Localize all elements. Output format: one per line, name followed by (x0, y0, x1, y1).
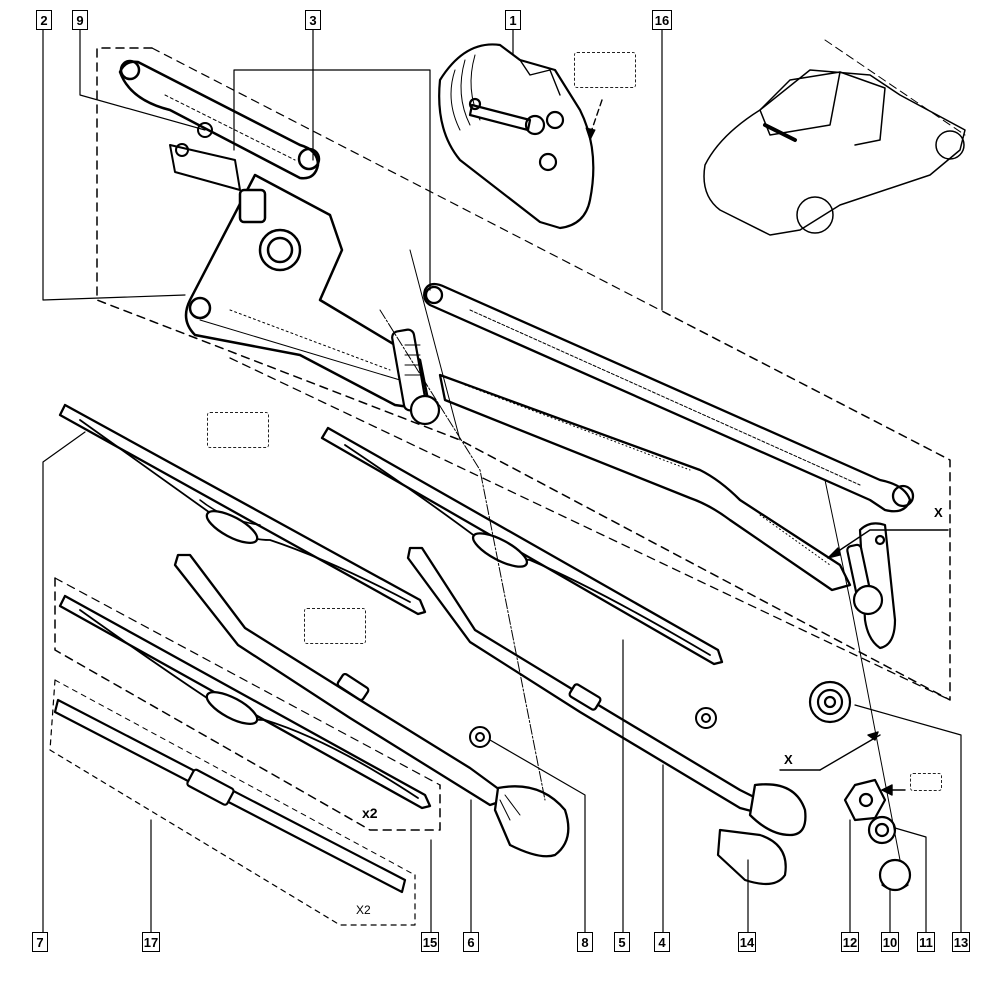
assembly-boundary-upper (151, 47, 661, 311)
assembly-boundary (96, 47, 951, 701)
callout-9[interactable]: 9 (72, 10, 88, 30)
motor-note-box (574, 52, 636, 88)
callout-16[interactable]: 16 (652, 10, 672, 30)
car-overview-icon (703, 39, 966, 236)
qty-rubber-kit: X2 (356, 903, 371, 917)
wiper-blade-5 (320, 426, 724, 666)
dimension-x-arrows (779, 529, 949, 796)
callout-15[interactable]: 15 (421, 932, 439, 952)
callout-17[interactable]: 17 (142, 932, 160, 952)
arm-nut-8 (469, 707, 717, 748)
mechanism-frame-2 (184, 173, 432, 412)
drive-rod (438, 373, 852, 592)
spindle-right (846, 522, 897, 650)
callout-3[interactable]: 3 (305, 10, 321, 30)
bracket-9 (169, 122, 241, 191)
wiper-motor-1 (438, 43, 595, 230)
callout-5[interactable]: 5 (614, 932, 630, 952)
callout-12[interactable]: 12 (841, 932, 859, 952)
callout-2[interactable]: 2 (36, 10, 52, 30)
callout-7[interactable]: 7 (32, 932, 48, 952)
callout-14[interactable]: 14 (738, 932, 756, 952)
leader-lines (42, 29, 962, 941)
spindle-center (391, 328, 441, 426)
wiper-blade-15 (58, 594, 432, 810)
callout-10[interactable]: 10 (881, 932, 899, 952)
x-mark-top: X (934, 505, 943, 520)
callout-13[interactable]: 13 (952, 932, 970, 952)
callout-4[interactable]: 4 (654, 932, 670, 952)
wiper-blade-7 (58, 403, 427, 616)
torque-box-icon (910, 773, 942, 791)
callout-11[interactable]: 11 (917, 932, 935, 952)
callout-8[interactable]: 8 (577, 932, 593, 952)
blade-kit-boundary (54, 577, 441, 831)
linkage-rod-3 (118, 59, 321, 180)
wiper-arm-6 (173, 553, 570, 858)
frame-note-box (207, 412, 269, 448)
arm-cover-14 (716, 828, 787, 886)
connecting-rod-16 (423, 282, 915, 513)
wiper-arm-4 (406, 546, 807, 837)
spindle-parts (808, 680, 912, 892)
callout-6[interactable]: 6 (463, 932, 479, 952)
rubber-kit-boundary (49, 679, 416, 926)
arm-note-box (304, 608, 366, 644)
x-mark-bottom: X (784, 752, 793, 767)
wiper-rubber-17 (53, 698, 407, 894)
callout-1[interactable]: 1 (505, 10, 521, 30)
qty-blade-kit: x2 (362, 805, 378, 821)
